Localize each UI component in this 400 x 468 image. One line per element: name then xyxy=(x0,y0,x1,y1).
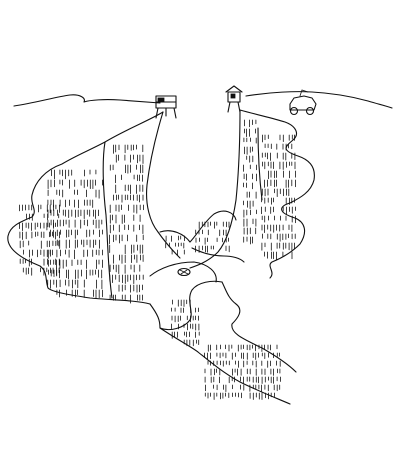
right-lookout-icon xyxy=(225,85,243,113)
boat-icon xyxy=(177,267,191,277)
inner-canyon xyxy=(159,210,245,263)
lower-canyon-hatching xyxy=(171,299,281,400)
horizon-left xyxy=(13,94,161,107)
right-cliff-hatching xyxy=(243,119,297,260)
jeep-icon xyxy=(289,89,317,116)
left-lookout-icon xyxy=(155,95,177,119)
left-cliff xyxy=(7,111,181,305)
inner-canyon-hatching xyxy=(165,221,230,256)
horizon-right xyxy=(245,91,393,109)
left-cliff-hatching xyxy=(19,144,144,304)
right-cliff xyxy=(189,109,315,279)
